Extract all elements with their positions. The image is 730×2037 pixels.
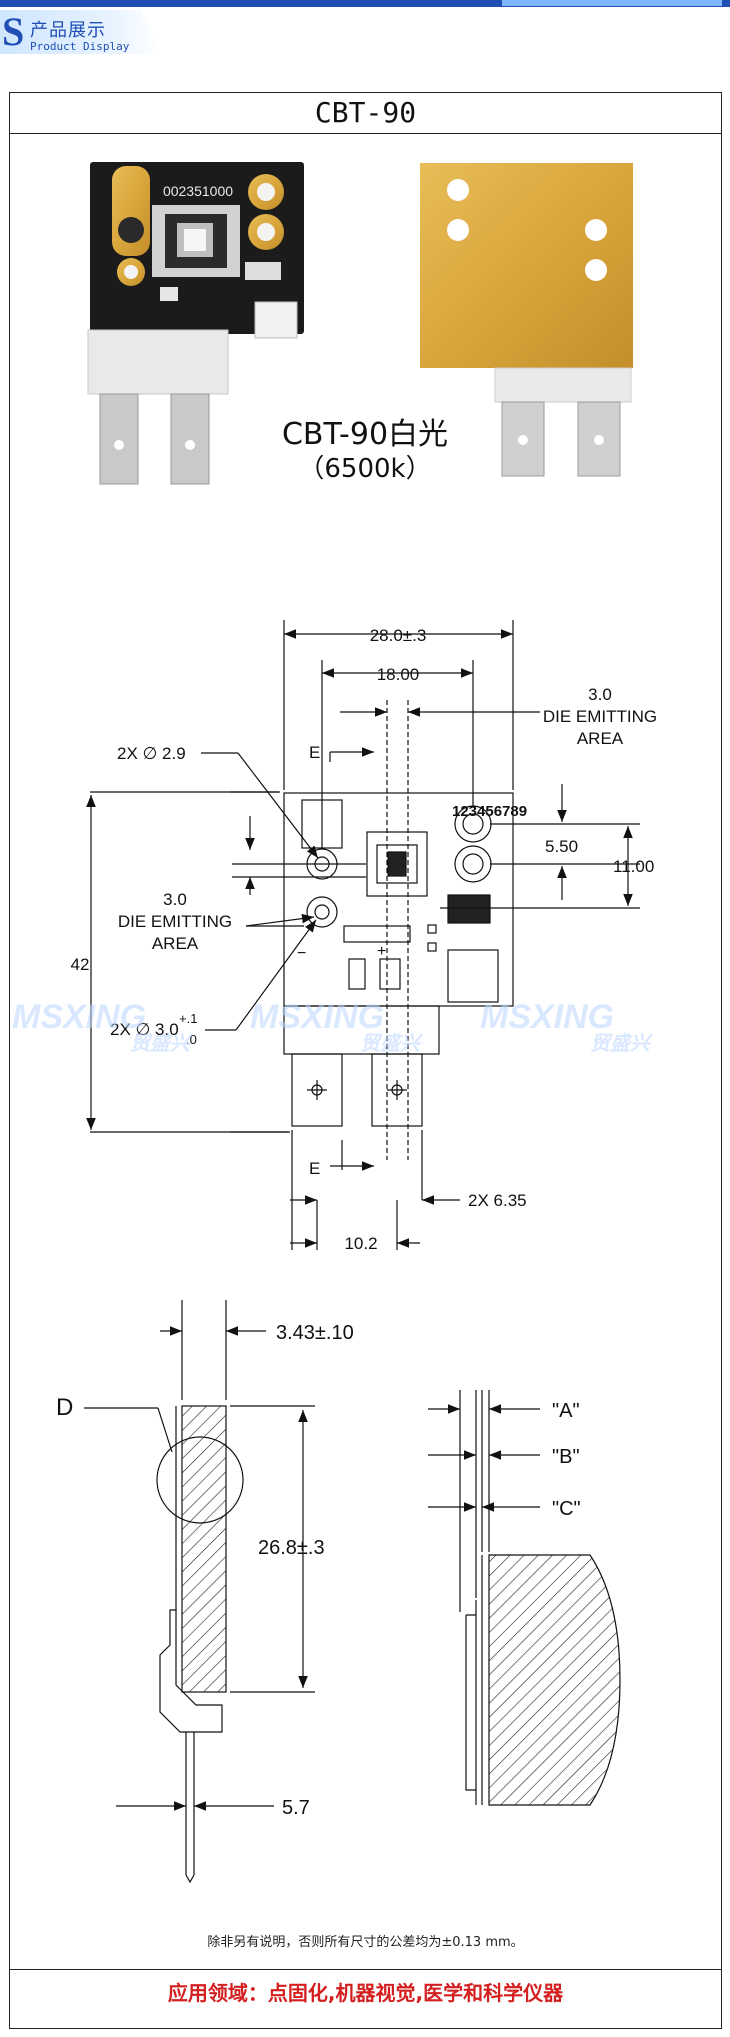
badge-title-en: Product Display [30,40,130,53]
top-banner-bar [0,0,730,7]
label-a: "A" [552,1400,580,1422]
detail-view-drawing [428,1390,621,1806]
die-area-right-1: 3.0 [588,685,612,704]
dim-height-total: 42 [71,955,90,974]
dim-hole-large-tol-upper: +.1 [179,1011,197,1026]
dim-hole-small: 2X ∅ 2.9 [117,744,186,763]
dim-tab-width: 2X 6.35 [468,1191,527,1210]
footer-divider [10,1969,721,1970]
dim-body-height: 26.8±.3 [258,1537,325,1559]
product-frame: CBT-90 除非另有说明，否则所有尺寸的公差均为±0.13 mm。 应用领域：… [9,92,722,2029]
minus-symbol: − [297,945,306,962]
detail-view-labels: "A" "B" "C" [552,1400,581,1520]
dim-thickness: 3.43±.10 [276,1322,354,1344]
top-view-drawing [86,620,640,1250]
section-badge: S 产品展示 Product Display [0,10,170,56]
color-temperature: （6500k） [298,454,432,484]
product-title: CBT-90 [10,93,721,134]
plus-symbol: + [377,943,386,960]
badge-title-cn: 产品展示 [30,20,106,41]
back-photo [420,163,633,477]
label-c: "C" [552,1498,581,1520]
label-b: "B" [552,1446,580,1468]
top-banner-accent [502,0,722,7]
application-footer: 应用领域：点固化,机器视觉,医学和科学仪器 [167,1981,564,2005]
pcb-marking: 123456789 [452,803,527,820]
tolerance-note: 除非另有说明，否则所有尺寸的公差均为±0.13 mm。 [207,1935,524,1950]
side-view-drawing [84,1300,315,1884]
dim-11-00: 11.00 [613,857,654,876]
dim-pin-length: 5.7 [282,1797,310,1819]
badge-letter: S [2,9,25,54]
badge-background [0,10,160,54]
die-area-left-3: AREA [152,934,199,953]
product-caption: CBT-90白光 [281,417,449,452]
side-view-labels: 3.43±.10 D 26.8±.3 5.7 [56,1322,354,1819]
front-photo: 002351000 [87,162,304,485]
detail-marker: D [56,1394,73,1421]
die-area-left-2: DIE EMITTING [118,912,232,931]
die-area-left-1: 3.0 [163,890,187,909]
dim-5-50: 5.50 [545,837,578,856]
dim-hole-large: 2X ∅ 3.0 [110,1020,179,1039]
section-marker-top: E [309,743,320,762]
dim-width-total: 28.0±.3 [370,626,427,645]
top-view-labels: 28.0±.3 18.00 3.0 DIE EMITTING AREA 2X ∅… [71,626,658,1253]
dim-hole-large-tol-lower: .0 [186,1032,197,1047]
dim-tab-pitch: 10.2 [344,1234,377,1253]
dim-hole-spacing: 18.00 [377,665,420,684]
die-area-right-3: AREA [577,729,624,748]
section-marker-bottom: E [309,1159,320,1178]
front-photo-marking: 002351000 [163,183,233,199]
die-area-right-2: DIE EMITTING [543,707,657,726]
